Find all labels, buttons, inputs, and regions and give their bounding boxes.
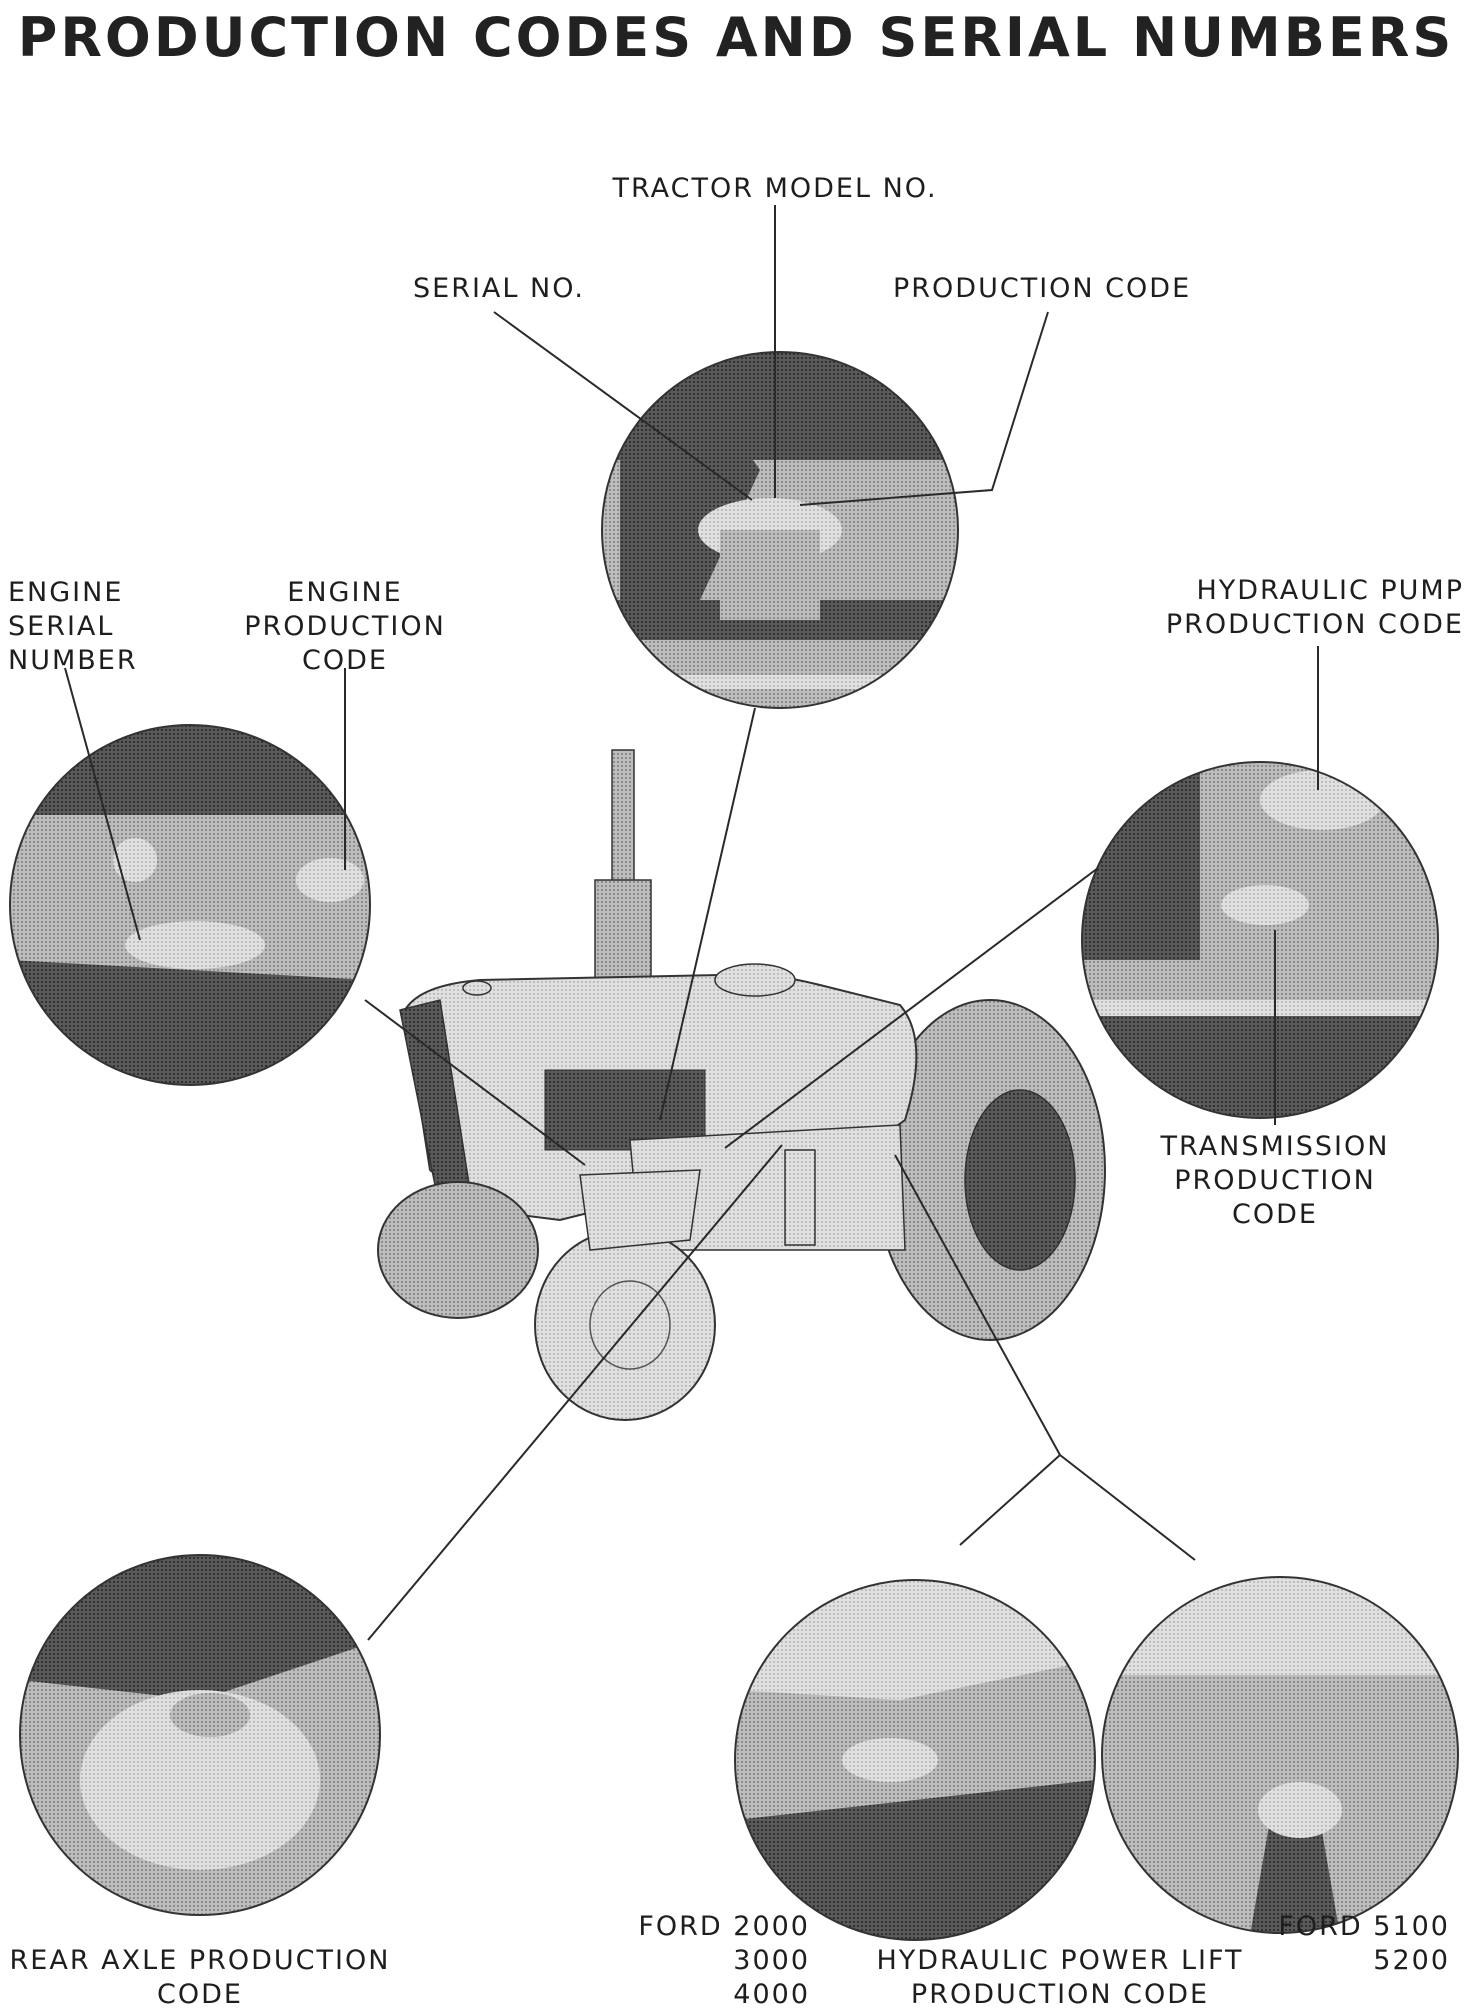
tractor-illustration <box>377 749 1106 1421</box>
page-title: PRODUCTION CODES AND SERIAL NUMBERS <box>17 6 1455 69</box>
label-engine-serial-number: ENGINE SERIAL NUMBER <box>8 577 138 676</box>
detail-photo-hydraulic-lift-small <box>735 1580 1095 1940</box>
detail-photo-engine <box>10 725 370 1085</box>
detail-photo-hydraulic-lift-large <box>1102 1577 1458 1933</box>
label-hydraulic-power-lift: HYDRAULIC POWER LIFT PRODUCTION CODE <box>876 1945 1244 2010</box>
label-production-code: PRODUCTION CODE <box>893 273 1192 304</box>
label-hydraulic-pump: HYDRAULIC PUMP PRODUCTION CODE <box>1165 575 1464 640</box>
label-ford-models-right: FORD 5100 5200 <box>1278 1911 1450 1976</box>
label-ford-models-left: FORD 2000 3000 4000 <box>638 1911 810 2010</box>
label-tractor-model: TRACTOR MODEL NO. <box>612 173 938 204</box>
label-serial-no: SERIAL NO. <box>413 273 585 304</box>
label-engine-production-code: ENGINE PRODUCTION CODE <box>244 577 446 676</box>
detail-photo-rear-axle <box>20 1555 380 1915</box>
leader-lines <box>64 205 1319 1641</box>
label-rear-axle: REAR AXLE PRODUCTION CODE <box>9 1945 391 2010</box>
label-transmission: TRANSMISSION PRODUCTION CODE <box>1160 1131 1390 1230</box>
detail-photo-transmission <box>1082 762 1438 1118</box>
detail-photo-serial-plate <box>602 352 958 708</box>
